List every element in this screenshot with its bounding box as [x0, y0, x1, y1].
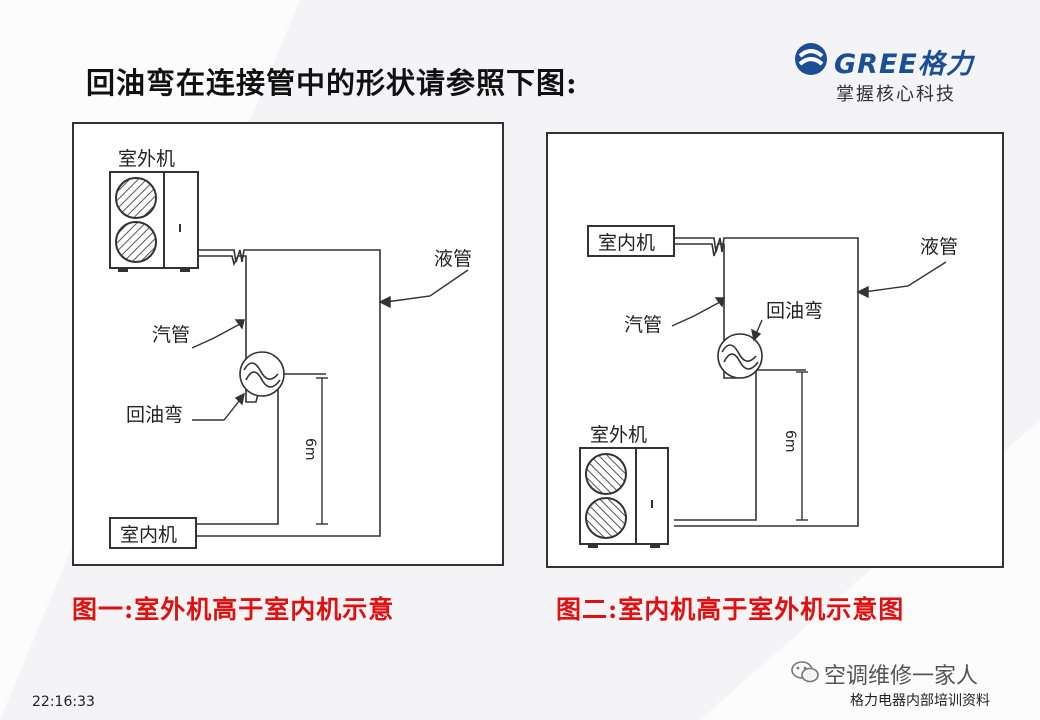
liquid-pipe-label: 液管	[434, 248, 473, 270]
height-dimension-2	[796, 371, 808, 521]
height-label: 6m	[782, 430, 798, 453]
page-title: 回油弯在连接管中的形状请参照下图:	[86, 66, 578, 100]
outdoor-unit-2	[579, 447, 669, 548]
leader-lines-2	[671, 261, 947, 342]
figure-1-caption: 图一:室外机高于室内机示意	[72, 595, 395, 624]
footer-note: 格力电器内部培训资料	[850, 693, 990, 709]
logo-brand-text: GREE格力	[834, 49, 974, 80]
oil-trap-label: 回油弯	[766, 300, 824, 322]
diagram-2-drawing	[579, 225, 947, 548]
liquid-pipe-label: 液管	[920, 236, 959, 258]
leader-lines-1	[191, 269, 469, 421]
gas-pipe-label: 汽管	[152, 324, 191, 346]
figure-2-caption: 图二:室内机高于室外机示意图	[556, 595, 905, 624]
diagram-1-drawing	[109, 171, 469, 549]
oil-trap-2	[717, 333, 763, 379]
indoor-unit-2	[587, 225, 675, 257]
watermark-text: 空调维修一家人	[824, 664, 979, 689]
pipe-lines-2	[674, 237, 859, 527]
height-dimension-1	[316, 377, 328, 525]
outdoor-unit-label: 室外机	[118, 148, 176, 170]
gas-pipe-label: 汽管	[624, 314, 663, 336]
timestamp: 22:16:33	[32, 694, 95, 710]
gree-logo: GREE格力 掌握核心科技	[792, 40, 1022, 110]
oil-trap-label: 回油弯	[126, 404, 184, 426]
oil-trap-1	[239, 351, 285, 397]
indoor-unit-1	[109, 517, 197, 549]
height-label: 6m	[302, 438, 318, 461]
diagram-panel-1: 室外机 液管 汽管 回油弯 6m 室内机	[72, 122, 504, 566]
indoor-unit-label: 室内机	[120, 524, 178, 546]
pipe-lines-1	[196, 249, 381, 537]
outdoor-unit-1	[109, 171, 199, 272]
gree-logo-icon	[795, 43, 827, 75]
logo-slogan: 掌握核心科技	[836, 84, 956, 105]
outdoor-unit-label: 室外机	[590, 424, 648, 446]
diagram-panel-2: 室内机 液管 回油弯 汽管 6m 室外机	[546, 132, 1004, 568]
indoor-unit-label: 室内机	[598, 232, 656, 254]
wechat-icon	[791, 661, 819, 683]
